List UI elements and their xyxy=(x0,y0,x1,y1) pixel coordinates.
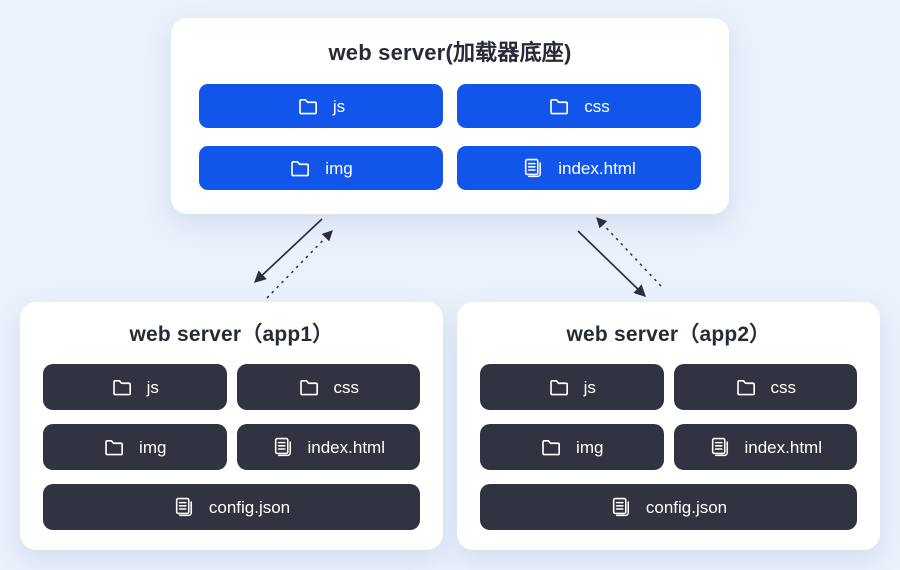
file-icon xyxy=(272,436,294,458)
file-icon xyxy=(522,157,544,179)
folder-icon xyxy=(111,376,133,398)
file-node-index.html: index.html xyxy=(236,424,420,470)
folder-node-css: css xyxy=(457,84,701,128)
file-node-config.json: config.json xyxy=(43,484,420,530)
node-label: index.html xyxy=(558,158,636,178)
folder-icon xyxy=(289,157,311,179)
arrow-solid-top-to-app2 xyxy=(577,230,646,297)
node-label: index.html xyxy=(307,437,385,457)
folder-icon xyxy=(548,376,570,398)
app1-server-title: web server（app1） xyxy=(129,323,334,346)
node-label: js xyxy=(332,96,346,116)
node-label: css xyxy=(584,96,610,116)
file-node-index.html: index.html xyxy=(673,424,857,470)
app2-server-title: web server（app2） xyxy=(566,323,771,346)
app1-server-items: js css img index.html config.json xyxy=(20,364,443,530)
node-label: js xyxy=(583,377,596,397)
top-server-card: web server(加载器底座) js css img index.html xyxy=(171,18,729,214)
file-icon xyxy=(610,496,632,518)
node-label: index.html xyxy=(744,437,822,457)
node-label: config.json xyxy=(208,497,291,517)
file-icon xyxy=(173,496,195,518)
file-icon xyxy=(709,436,731,458)
node-label: css xyxy=(770,377,797,397)
node-label: img xyxy=(139,437,167,457)
folder-node-js: js xyxy=(199,84,443,128)
top-server-items: js css img index.html xyxy=(171,84,729,190)
arrow-dashed-app1-to-top xyxy=(266,230,333,299)
node-label: img xyxy=(325,158,353,178)
folder-node-css: css xyxy=(673,364,857,410)
arrow-dashed-app2-to-top xyxy=(596,217,662,287)
folder-icon xyxy=(540,436,562,458)
app1-server-card: web server（app1） js css img index.html confi… xyxy=(20,302,443,550)
folder-icon xyxy=(548,95,570,117)
folder-node-img: img xyxy=(43,424,227,470)
arrow-solid-top-to-app1 xyxy=(254,218,323,283)
folder-node-css: css xyxy=(236,364,420,410)
app2-server-items: js css img index.html config.json xyxy=(457,364,880,530)
app2-server-card: web server（app2） js css img index.html confi… xyxy=(457,302,880,550)
folder-icon xyxy=(298,376,320,398)
file-node-index.html: index.html xyxy=(457,146,701,190)
node-label: css xyxy=(333,377,360,397)
folder-node-img: img xyxy=(199,146,443,190)
folder-node-img: img xyxy=(480,424,664,470)
folder-icon xyxy=(297,95,319,117)
top-server-title: web server(加载器底座) xyxy=(328,40,572,65)
node-label: js xyxy=(146,377,159,397)
node-label: config.json xyxy=(645,497,728,517)
file-node-config.json: config.json xyxy=(480,484,857,530)
folder-icon xyxy=(103,436,125,458)
node-label: img xyxy=(576,437,604,457)
folder-node-js: js xyxy=(43,364,227,410)
folder-icon xyxy=(735,376,757,398)
folder-node-js: js xyxy=(480,364,664,410)
